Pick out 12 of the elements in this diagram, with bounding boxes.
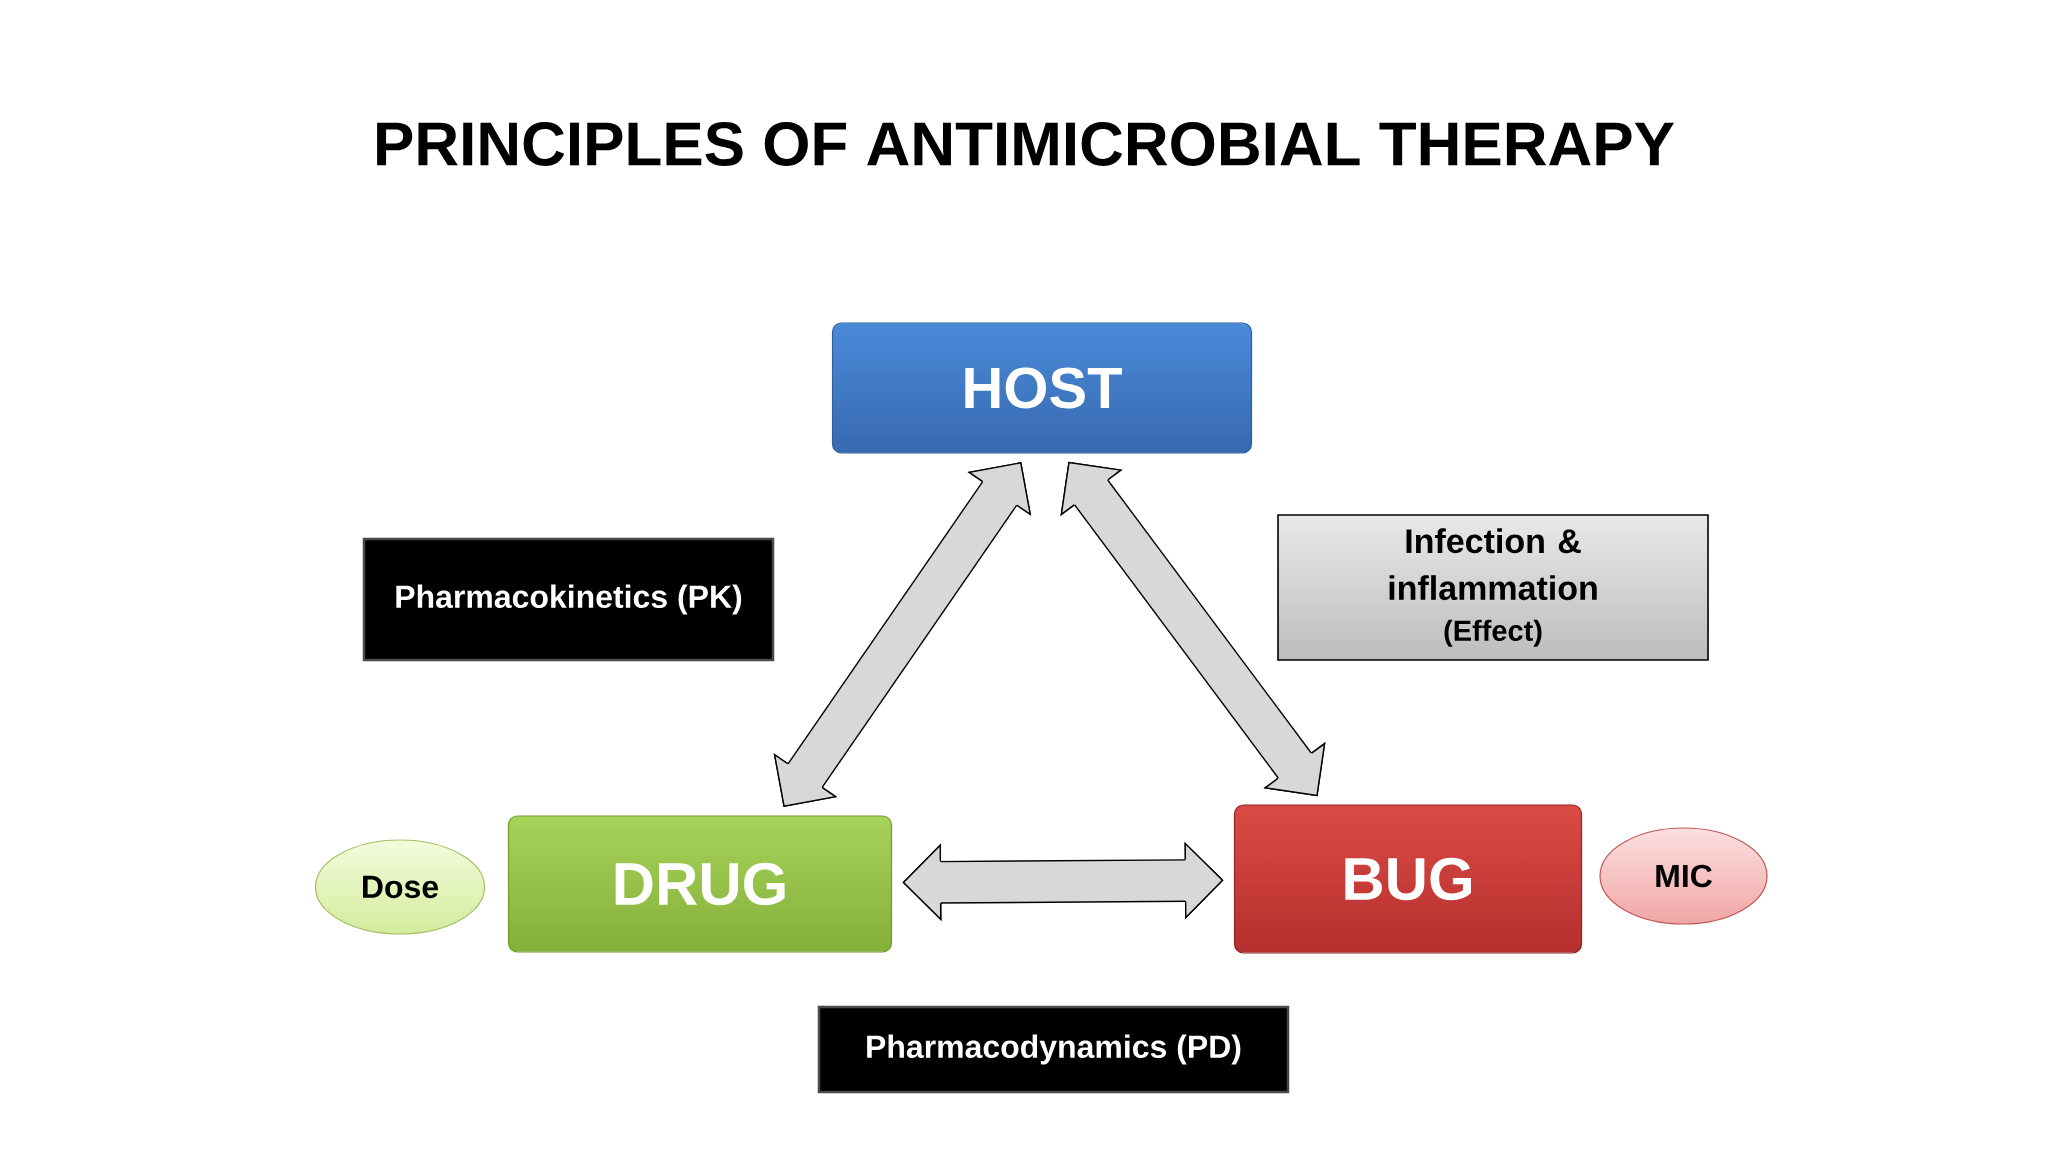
rounded-box: DRUG [507, 815, 893, 953]
label-box: Pharmacodynamics (PD) [817, 1005, 1290, 1094]
oval-label: MIC [1599, 827, 1768, 925]
oval-label: Dose [314, 839, 486, 935]
label-box: Pharmacokinetics (PK) [362, 537, 775, 662]
rounded-box: BUG [1233, 804, 1583, 954]
double-arrow [1060, 461, 1326, 797]
double-arrow [902, 841, 1224, 921]
title: PRINCIPLES OF ANTIMICROBIAL THERAPY [377, 122, 1674, 166]
label-box: Infection & inflammation (Effect) [1277, 514, 1709, 661]
double-arrow [773, 462, 1032, 807]
rounded-box: HOST [831, 322, 1253, 454]
